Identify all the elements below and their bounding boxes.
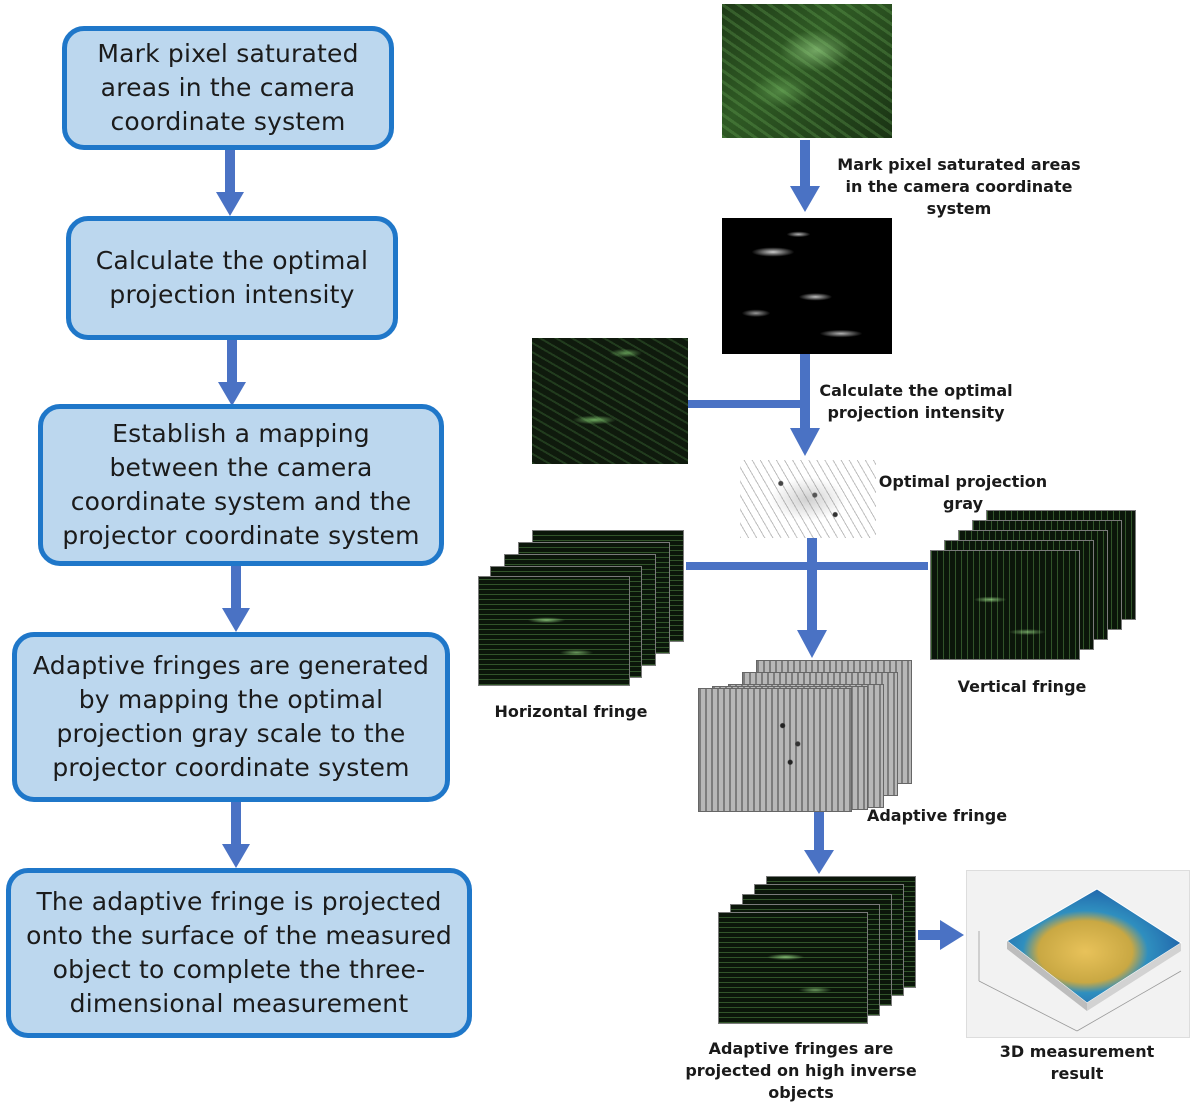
step-establish-mapping: Establish a mapping between the camera c… (38, 404, 444, 566)
step-1-label: Mark pixel saturated areas in the camera… (97, 39, 359, 136)
step-adaptive-generated: Adaptive fringes are generated by mappin… (12, 632, 450, 802)
step-mark-saturated: Mark pixel saturated areas in the camera… (62, 26, 394, 150)
flow-arrow-4 (222, 802, 250, 868)
caption-horizontal-fringe: Horizontal fringe (494, 702, 648, 721)
projected-fringe-image (718, 912, 868, 1024)
saturation-mask-image (722, 218, 892, 354)
caption-adaptive-fringe: Adaptive fringe (866, 806, 1008, 825)
step-2-label: Calculate the optimal projection intensi… (95, 246, 369, 309)
relief-image (722, 4, 892, 138)
caption-mark-saturated: Mark pixel saturated areas in the camera… (837, 155, 1081, 218)
adaptive-fringe-image (698, 688, 852, 812)
step-calc-optimal: Calculate the optimal projection intensi… (66, 216, 398, 340)
3d-result-image (966, 870, 1190, 1038)
caption-projected: Adaptive fringes are projected on high i… (685, 1039, 917, 1102)
dim-relief-image (532, 338, 688, 464)
flow-arrow-3 (222, 566, 250, 632)
step-4-label: Adaptive fringes are generated by mappin… (32, 651, 430, 782)
caption-vertical-fringe: Vertical fringe (957, 677, 1087, 696)
flow-arrow-1 (216, 150, 244, 216)
caption-calc-optimal: Calculate the optimal projection intensi… (819, 381, 1013, 422)
caption-optimal-gray: Optimal projection gray (878, 472, 1048, 513)
flow-arrow-2 (218, 340, 246, 406)
step-3-label: Establish a mapping between the camera c… (62, 419, 420, 550)
vertical-fringe-image (930, 550, 1080, 660)
horizontal-fringe-image (478, 576, 630, 686)
3d-surface-plot (978, 888, 1182, 1032)
optimal-gray-image (740, 460, 876, 538)
step-5-label: The adaptive fringe is projected onto th… (26, 887, 452, 1018)
step-project-measure: The adaptive fringe is projected onto th… (6, 868, 472, 1038)
caption-result: 3D measurement result (999, 1042, 1155, 1083)
